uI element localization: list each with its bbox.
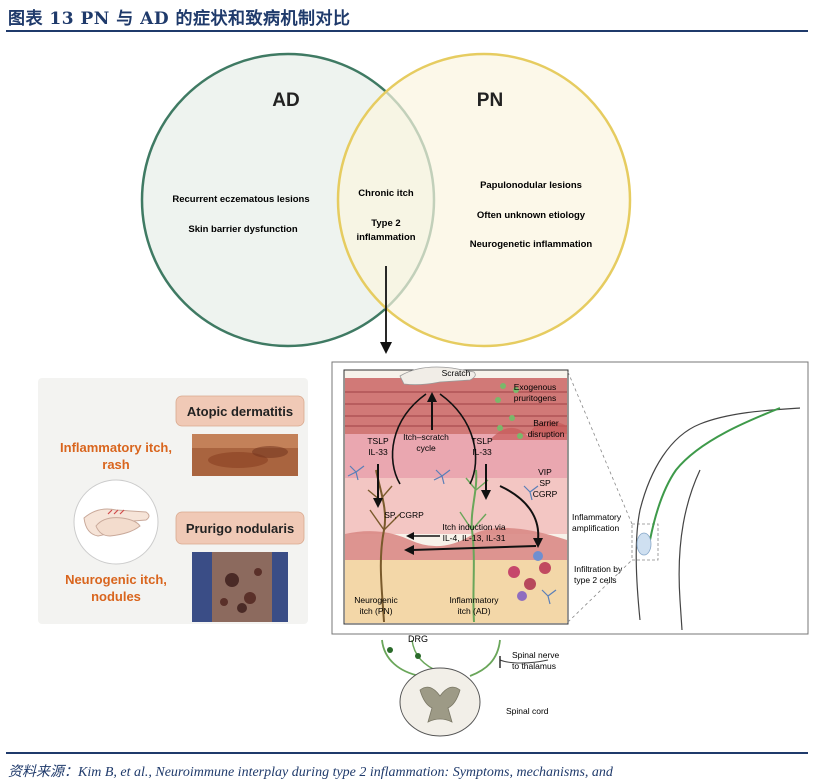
down-arrow-head xyxy=(380,342,392,354)
drg-dot xyxy=(387,647,393,653)
pn-label-box xyxy=(175,511,305,545)
spinal-cord-label: Spinal cord xyxy=(506,706,549,716)
dendritic-cells xyxy=(347,465,557,605)
title-rule xyxy=(6,30,808,32)
venn-diagram: AD PN Recurrent eczematous lesions Skin … xyxy=(140,52,632,354)
vip-label: VIP xyxy=(538,467,552,477)
overlap-item: inflammation xyxy=(356,232,415,243)
inflammatory-amp-label: Inflammatory xyxy=(572,512,622,522)
scratch-label: Scratch xyxy=(442,368,471,378)
vip-label: CGRP xyxy=(533,489,558,499)
exogenous-label: Exogenous xyxy=(514,382,557,392)
source-note: 资料来源：Kim B, et al., Neuroimmune interpla… xyxy=(8,765,613,780)
pn-item: Neurogenetic inflammation xyxy=(470,239,593,250)
skin-diagram-panel: Scratch Exogenous pruritogens Barrier di… xyxy=(331,361,809,635)
itch-cycle-label: Itch–scratch xyxy=(403,432,449,442)
barrier-label: Barrier xyxy=(533,418,559,428)
inflammatory-itch-label: Inflammatory itch, xyxy=(60,440,172,455)
ad-label: Atopic dermatitis xyxy=(187,404,293,419)
inflammatory-itch-label: rash xyxy=(102,457,130,472)
neurogenic-nerve xyxy=(375,469,386,623)
ad-item: Recurrent eczematous lesions xyxy=(172,194,309,205)
epidermis-upper xyxy=(345,434,567,478)
ad-label-box xyxy=(175,395,305,427)
type2-cells xyxy=(508,551,551,601)
inflammatory-ad-label: Inflammatory xyxy=(449,595,499,605)
tslp-right-label: IL-33 xyxy=(472,447,492,457)
pn-label: Prurigo nodularis xyxy=(186,521,294,536)
spinal-nerve-label: to thalamus xyxy=(512,661,556,671)
scratch-hand-icon xyxy=(399,366,476,386)
ad-item: Skin barrier dysfunction xyxy=(188,224,297,235)
tslp-right-label: TSLP xyxy=(471,436,493,446)
vip-label: SP xyxy=(539,478,551,488)
itch-induction-label: Itch induction via xyxy=(442,522,506,532)
inflammatory-amp-label: amplification xyxy=(572,523,620,533)
itch-cycle-label: cycle xyxy=(416,443,436,453)
sp-cgrp-label: SP, CGRP xyxy=(384,510,424,520)
figure-title: 图表 13 PN 与 AD 的症状和致病机制对比 xyxy=(8,9,351,29)
overlap-item: Chronic itch xyxy=(358,188,414,199)
left-panel: Atopic dermatitis Prurigo nodularis Infl… xyxy=(38,378,308,624)
neurogenic-pn-label: Neurogenic xyxy=(354,595,398,605)
pn-item: Often unknown etiology xyxy=(477,210,586,221)
infiltration-label: type 2 cells xyxy=(574,575,617,585)
basal-layer xyxy=(345,527,567,560)
neurogenic-itch-label: Neurogenic itch, xyxy=(65,572,167,587)
spinal-nerve-label: Spinal nerve xyxy=(512,650,560,660)
pruritogen-dots xyxy=(495,383,523,439)
epidermis-lower xyxy=(345,478,567,534)
itch-induction-label: IL-4, IL-13, IL-31 xyxy=(443,533,506,543)
exogenous-label: pruritogens xyxy=(514,393,557,403)
tslp-left-label: IL-33 xyxy=(368,447,388,457)
body-outline xyxy=(635,407,801,621)
tslp-left-label: TSLP xyxy=(367,436,389,446)
spinal-cord-section: DRG Spinal nerve to thalamus Spinal cord xyxy=(381,634,560,737)
neurogenic-pn-label: itch (PN) xyxy=(359,606,392,616)
drg-label: DRG xyxy=(408,634,428,644)
footer-rule xyxy=(6,752,808,754)
pn-item: Papulonodular lesions xyxy=(480,180,582,191)
inflammatory-ad-label: itch (AD) xyxy=(457,606,490,616)
pn-circle xyxy=(336,52,632,348)
infiltration-label: Infiltration by xyxy=(574,564,623,574)
neurogenic-itch-label: nodules xyxy=(91,589,141,604)
pn-title: PN xyxy=(477,90,503,111)
stratum-corneum xyxy=(345,378,567,434)
barrier-label: disruption xyxy=(528,429,565,439)
overlap-item: Type 2 xyxy=(371,218,400,229)
body-nerve xyxy=(649,407,781,541)
zoom-box xyxy=(631,523,659,561)
ad-title: AD xyxy=(272,90,299,111)
